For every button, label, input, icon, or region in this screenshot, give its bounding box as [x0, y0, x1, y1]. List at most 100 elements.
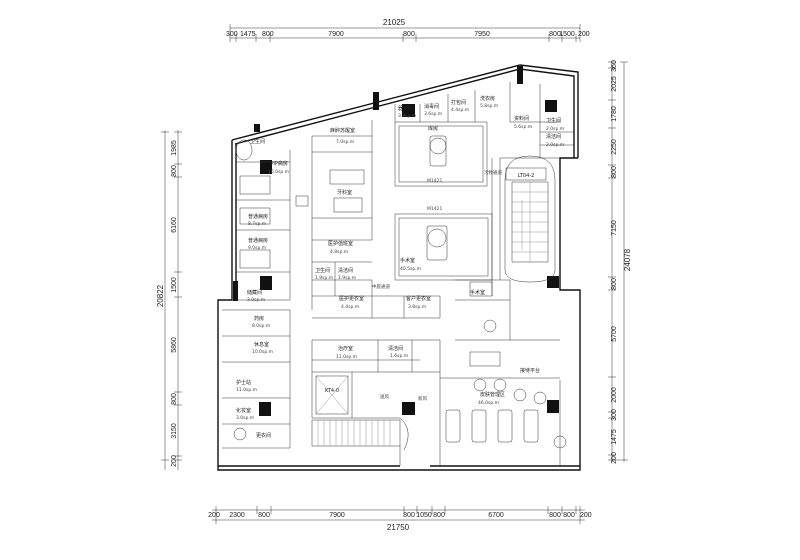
door-and-zone-tags: M1421 M1421 污物通道 中庭通道 送风 新风 [372, 169, 502, 402]
room-area: 4.8sp.m [330, 249, 348, 255]
bottom-seg-dim: 200 [580, 512, 592, 519]
bottom-seg-dim: 1050 [416, 512, 432, 519]
room-area: 1.9sp.m [338, 275, 356, 281]
top-seg-dim: 300 [226, 31, 238, 38]
room-label: 医护值班室 [328, 240, 353, 247]
room-label: 化妆室 [236, 407, 251, 414]
room-label: 普通病房 [248, 213, 268, 220]
room-area: 3.8sp.m [408, 304, 426, 310]
room-labels: 卫生间 VIP病房 16.0sp.m 普通病房 8.7sp.m 普通病房 9.0… [236, 95, 564, 439]
room-label: 手术室 [470, 289, 485, 296]
bottom-seg-dim: 7900 [329, 512, 345, 519]
room-area: 7.0sp.m [336, 139, 354, 145]
room-area: 3.0sp.m [236, 415, 254, 421]
left-seg-dim: 800 [171, 393, 178, 405]
room-label: 护士站 [236, 379, 251, 386]
room-label: 手术室 [400, 257, 415, 264]
room-area: 8.0sp.m [252, 323, 270, 329]
room-area: 4.4sp.m [451, 107, 469, 113]
room-label: 卫生间 [546, 117, 561, 124]
left-seg-dim: 200 [171, 455, 178, 467]
room-label: 客户更衣室 [406, 295, 431, 302]
room-label: 接待平台 [520, 367, 540, 374]
right-seg-dim: 5700 [611, 326, 618, 342]
right-seg-dim: 360 [611, 60, 618, 72]
bottom-seg-dim: 800 [549, 512, 561, 519]
bottom-seg-dim: 800 [403, 512, 415, 519]
top-dimension-chain: 21025 300 1475 800 7900 800 7950 800 150… [226, 18, 590, 42]
left-seg-dim: 1985 [171, 140, 178, 156]
room-area: 40.5sp.m [400, 266, 421, 272]
furniture [233, 135, 567, 449]
corridor-tag: 污物通道 [484, 169, 502, 176]
room-area: 4.4sp.m [341, 304, 359, 310]
elevator-tag: KT4-0 [325, 388, 339, 394]
room-area: 46.0sp.m [478, 400, 499, 406]
room-label: 治疗室 [338, 345, 353, 352]
room-area: 10.0sp.m [252, 349, 273, 355]
bottom-seg-dim: 800 [433, 512, 445, 519]
bottom-dimension-chain: 200 2300 800 7900 800 1050 800 6700 800 … [208, 506, 592, 532]
right-seg-dim: 7150 [611, 220, 618, 236]
room-label: 消毒间 [424, 103, 439, 110]
top-total-dim: 21025 [383, 18, 406, 27]
door-tag: M1421 [427, 206, 442, 212]
structural-columns [233, 66, 559, 416]
left-total-dim: 20822 [156, 284, 165, 307]
left-seg-dim: 3150 [171, 423, 178, 439]
room-label: 清洁间 [338, 267, 353, 274]
room-label: 清洁间 [388, 345, 403, 352]
top-seg-dim: 7950 [474, 31, 490, 38]
top-seg-dim: 7900 [328, 31, 344, 38]
right-seg-dim: 200 [611, 452, 618, 464]
plant-tag: 新风 [418, 395, 427, 402]
door-tag: M1421 [427, 178, 442, 184]
bottom-total-dim: 21750 [387, 523, 410, 532]
room-label: 洗衣房 [480, 95, 495, 102]
left-dimension-chain: 20822 1985 800 6160 1500 5860 800 3150 2… [156, 130, 182, 470]
room-label: 清洁间 [546, 133, 561, 140]
room-label: 皮肤管理区 [480, 391, 505, 398]
bottom-seg-dim: 6700 [488, 512, 504, 519]
left-seg-dim: 800 [171, 165, 178, 177]
room-label: 药房 [254, 315, 264, 322]
right-seg-dim: 800 [611, 278, 618, 290]
room-label: 器械间 [398, 105, 413, 112]
staircase: LT04-2 [504, 155, 556, 283]
bottom-seg-dim: 200 [208, 512, 220, 519]
room-area: 3.6sp.m [424, 111, 442, 117]
bottom-seg-dim: 800 [258, 512, 270, 519]
right-seg-dim: 2025 [611, 76, 618, 92]
room-area: 5.8sp.m [480, 103, 498, 109]
room-label: 普通病房 [248, 237, 268, 244]
right-seg-dim: 800 [611, 166, 618, 178]
right-seg-dim: 2000 [611, 387, 618, 403]
room-area: 2.0sp.m [546, 142, 564, 148]
top-seg-dim: 1475 [240, 31, 256, 38]
room-label: VIP病房 [270, 160, 288, 167]
elevator-and-ramp: KT4-0 [311, 375, 409, 466]
right-seg-dim: 300 [611, 409, 618, 421]
top-seg-dim: 1500 [559, 31, 575, 38]
bottom-seg-dim: 2300 [229, 512, 245, 519]
top-seg-dim: 800 [262, 31, 274, 38]
top-seg-dim: 800 [549, 31, 561, 38]
room-label: 资料间 [514, 115, 529, 122]
bottom-seg-dim: 800 [563, 512, 575, 519]
right-seg-dim: 1475 [611, 429, 618, 445]
room-area: 2.0sp.m [546, 126, 564, 132]
interior-partitions [222, 82, 574, 466]
room-label: 麻醉苏醒室 [330, 127, 355, 134]
stair-tag: LT04-2 [518, 173, 535, 179]
room-area: 8.7sp.m [248, 221, 266, 227]
room-label: 卫生间 [250, 138, 265, 145]
left-seg-dim: 5860 [171, 337, 178, 353]
room-area: 1.6sp.m [390, 353, 408, 359]
room-area: 9.0sp.m [248, 245, 266, 251]
room-label: 储藏间 [247, 289, 262, 296]
room-label: 卫生间 [315, 267, 330, 274]
room-area: 3.8sp.m [398, 113, 416, 119]
right-total-dim: 24078 [623, 248, 632, 271]
right-seg-dim: 2250 [611, 139, 618, 155]
room-label: 医护更衣室 [339, 295, 364, 302]
